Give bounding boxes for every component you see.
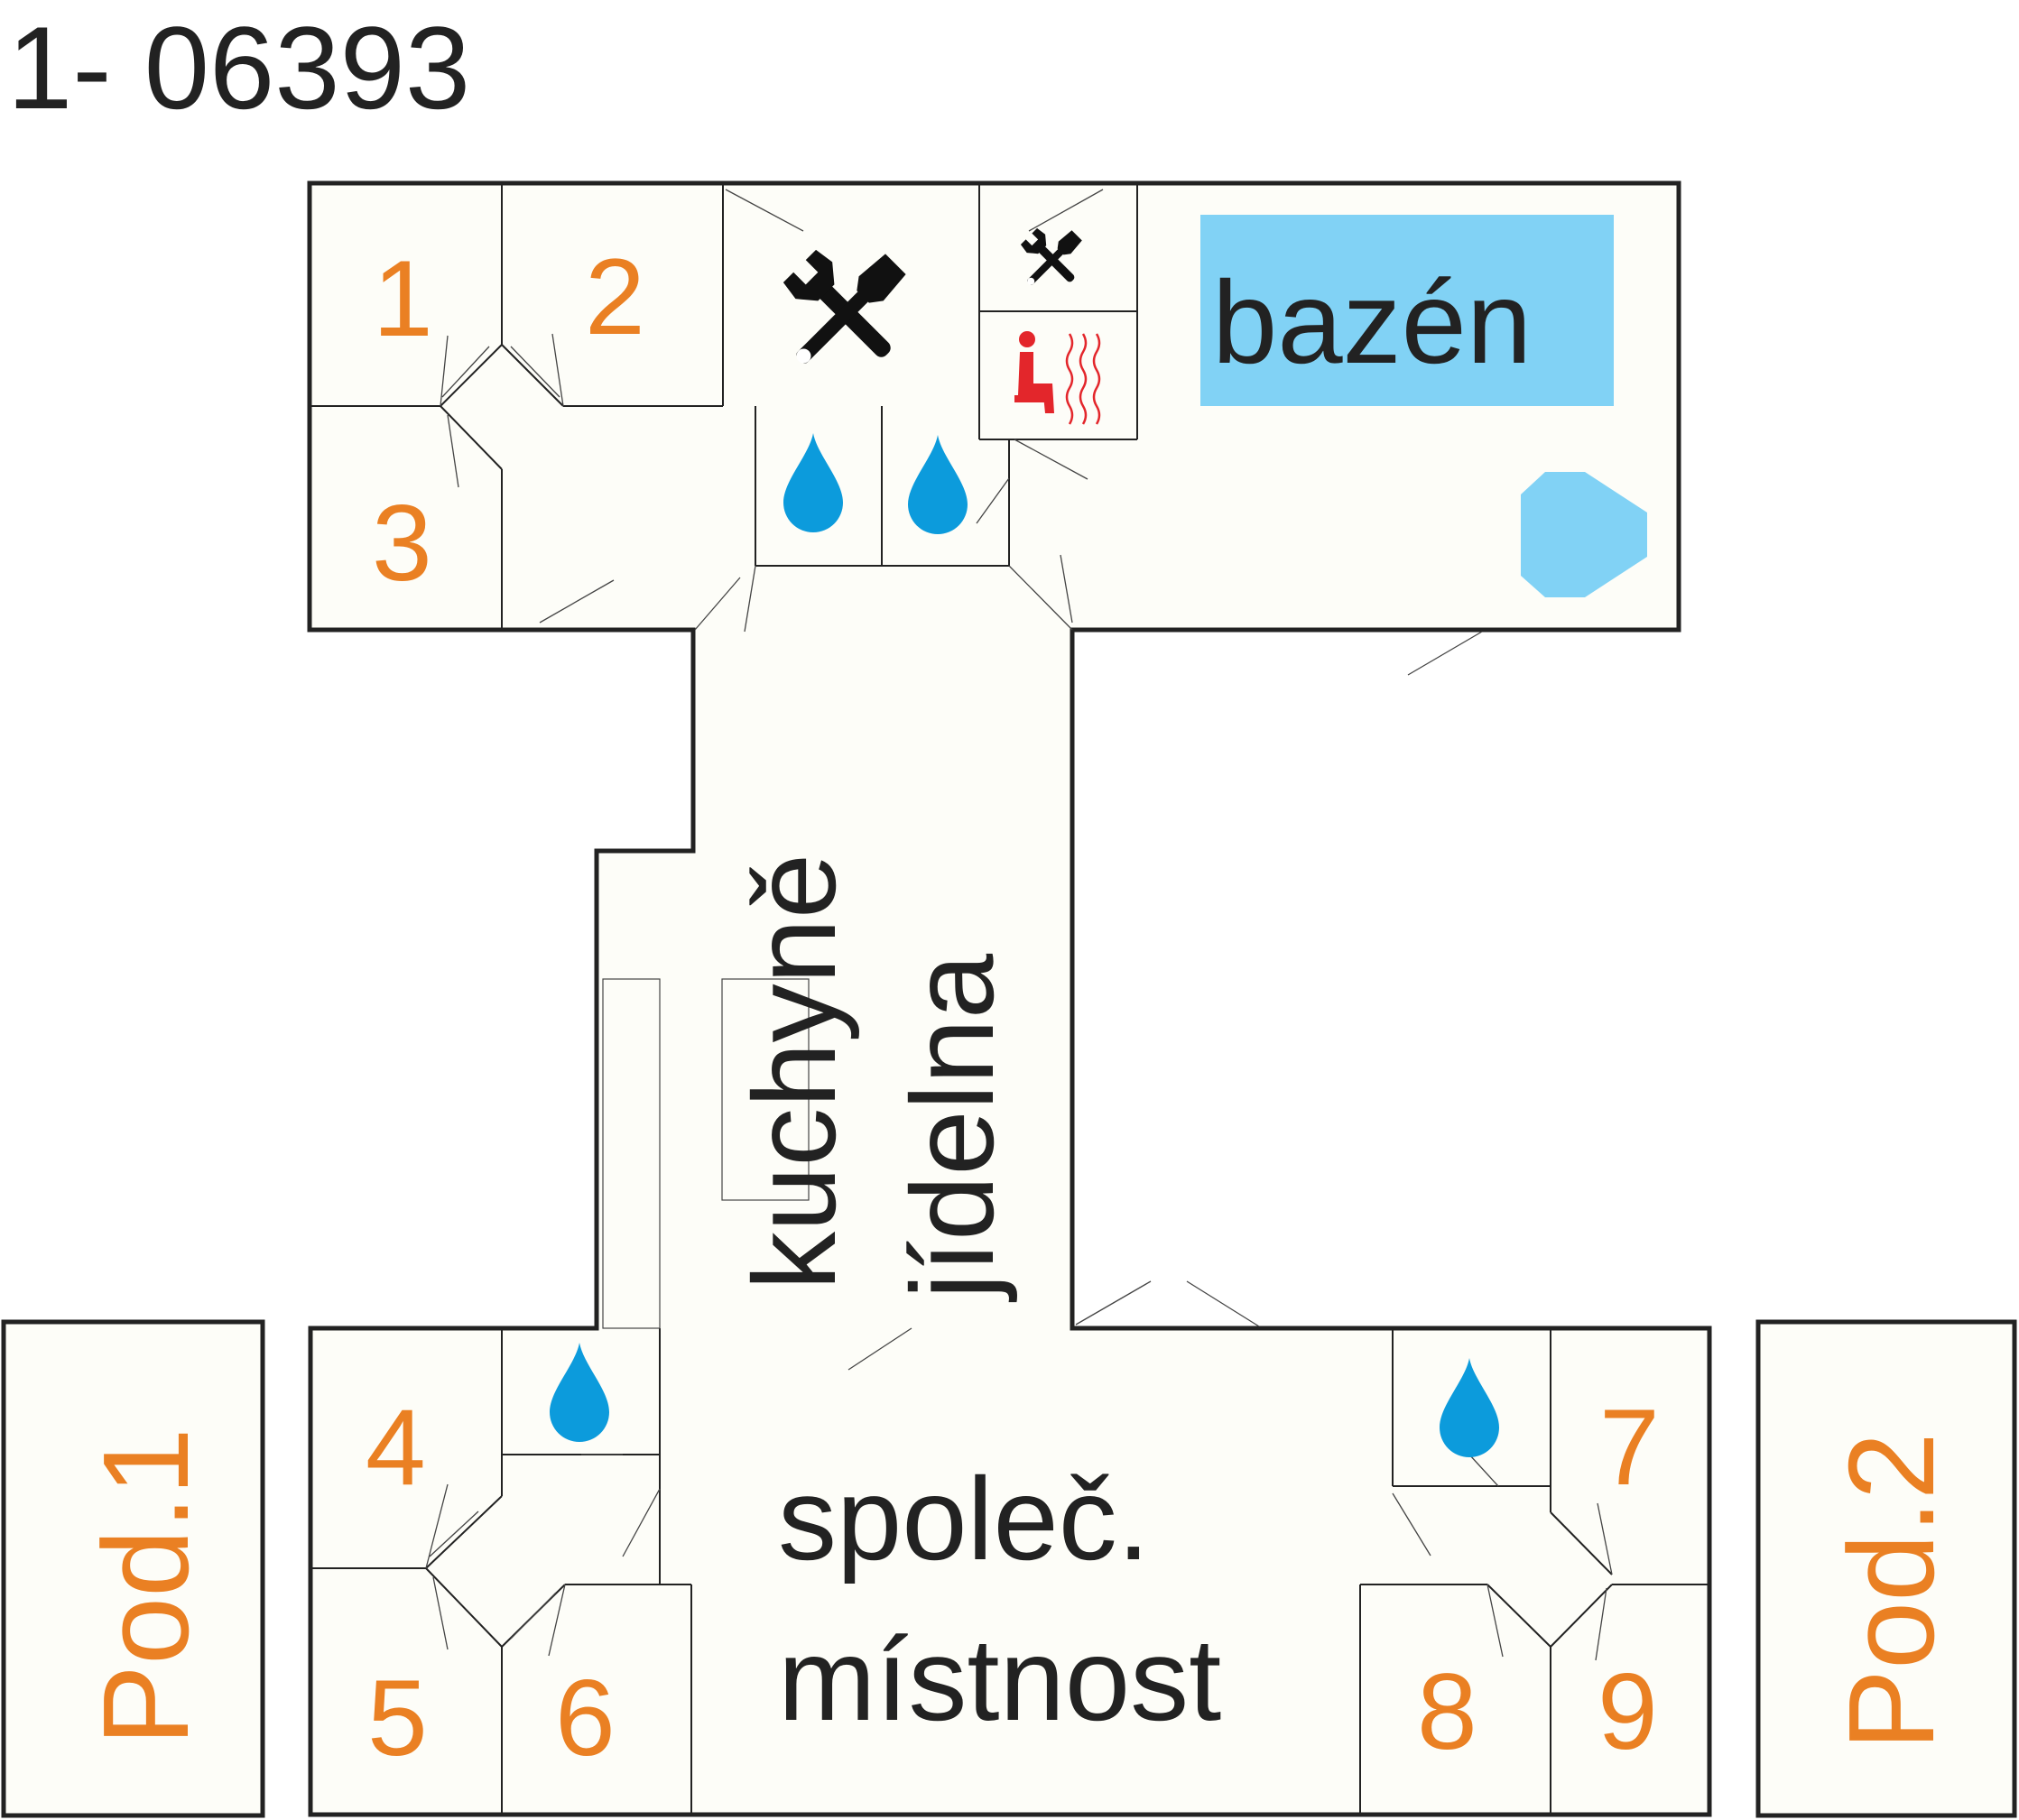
common-room-label-line1: společ. — [778, 1453, 1150, 1584]
room-number-1: 1 — [373, 238, 433, 359]
room-number-7: 7 — [1599, 1387, 1660, 1508]
room-number-5: 5 — [367, 1658, 428, 1778]
plan-title: 1- 06393 — [7, 2, 470, 134]
door-swings-top — [440, 189, 1483, 676]
room-number-8: 8 — [1417, 1651, 1477, 1772]
room-number-6: 6 — [555, 1658, 616, 1778]
room-number-9: 9 — [1598, 1651, 1658, 1772]
pod1-box — [1, 1319, 265, 1818]
bottom-wing-walls — [310, 978, 1709, 1815]
pod2-box — [1755, 1319, 2017, 1818]
pod1-label: Pod.1 — [78, 1427, 214, 1746]
sauna-icon — [1014, 331, 1101, 425]
room-number-3: 3 — [372, 483, 432, 604]
pool-label-bg — [1200, 215, 1614, 406]
pod2-label: Pod.2 — [1823, 1432, 1959, 1751]
room-number-4: 4 — [366, 1387, 426, 1508]
room-number-2: 2 — [585, 236, 645, 357]
common-room-label-line2: místnost — [778, 1613, 1221, 1745]
kitchen-label: kuchyně — [728, 854, 860, 1290]
top-wing-walls — [310, 185, 1138, 630]
door-swings-bottom — [425, 1280, 1613, 1661]
pool-octagon-icon — [1521, 472, 1647, 597]
dining-label: jídelna — [886, 953, 1018, 1303]
pool-label: bazén — [1212, 256, 1532, 388]
